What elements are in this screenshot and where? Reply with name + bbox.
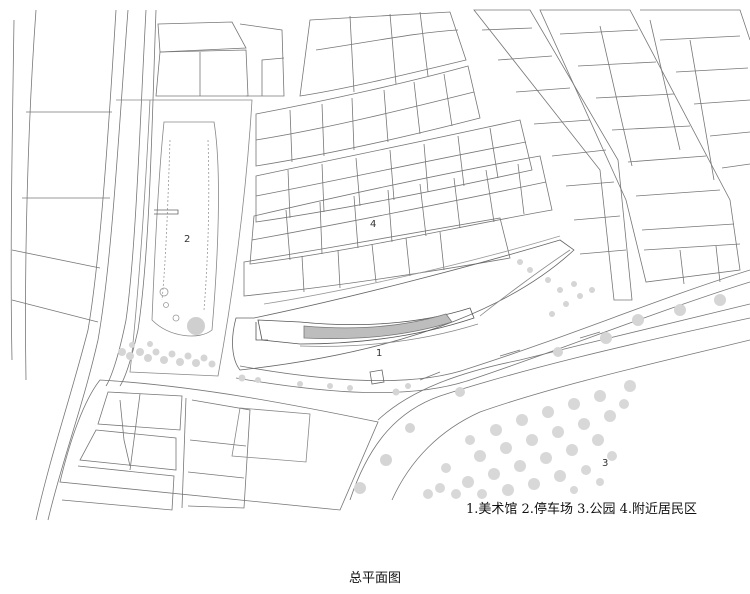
museum-trees xyxy=(238,259,595,396)
residential-label: 4 xyxy=(370,219,377,230)
southwest-blocks xyxy=(60,380,378,510)
museum-building xyxy=(233,236,574,384)
museum-label: 1 xyxy=(376,348,383,359)
west-roads xyxy=(11,10,156,520)
residential-blocks xyxy=(244,12,552,296)
east-blocks xyxy=(474,10,750,300)
caption: 总平面图 xyxy=(348,571,401,586)
legend: 1.美术馆 2.停车场 3.公园 4.附近居民区 xyxy=(466,502,698,517)
parking-label: 2 xyxy=(184,234,191,245)
avenue-trees xyxy=(354,294,726,494)
parking-trees xyxy=(118,341,216,368)
park-label: 3 xyxy=(602,458,609,469)
northwest-blocks xyxy=(156,22,284,96)
parking-lot xyxy=(116,100,252,376)
park-trees xyxy=(423,380,636,499)
